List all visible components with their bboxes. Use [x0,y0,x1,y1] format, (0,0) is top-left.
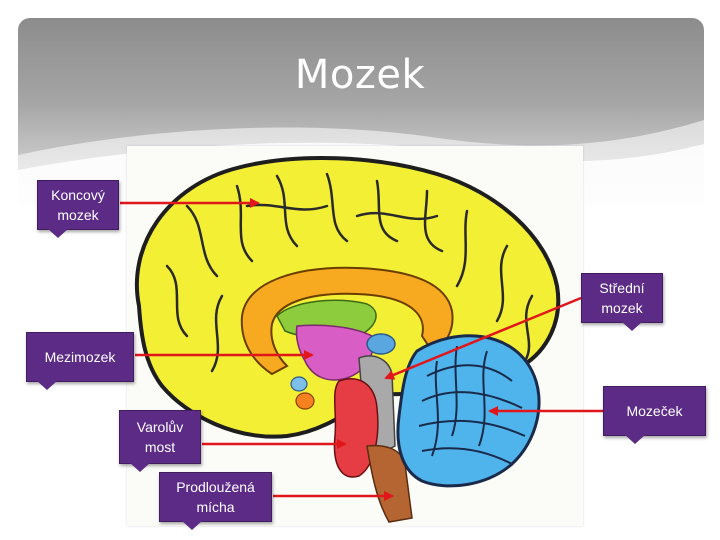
callout-line: mozek [601,300,643,316]
callout-mozecek: Mozeček [603,386,706,444]
pons-shape [333,378,379,478]
brain-drawing [134,156,561,523]
callout-line: Prodloužená [176,479,255,495]
callout-varoluv-most: Varolův most [119,410,201,472]
callout-line: mozek [57,207,99,223]
medulla-shape [366,444,413,523]
callout-line: Mezimozek [44,349,116,365]
callout-line: Varolův [136,419,184,435]
diencephalon-shape [295,324,374,381]
callout-stredni-mozek: Střední mozek [581,273,663,331]
callout-line: Koncový [51,187,105,203]
pituitary-shape [290,376,308,392]
callout-koncovy-mozek: Koncový mozek [37,180,119,238]
cerebellum-shape [396,334,541,488]
optic-shape [295,392,315,410]
pineal-shape [366,333,396,355]
callout-line: Střední [599,280,645,296]
callout-mezimozek: Mezimozek [26,332,134,390]
callout-line: mícha [196,499,235,515]
callout-prodlouzena-micha: Prodloužená mícha [159,472,272,530]
slide-title: Mozek [294,52,426,98]
callout-line: most [144,439,176,455]
brain-illustration [127,146,583,526]
callout-line: Mozeček [626,403,683,419]
